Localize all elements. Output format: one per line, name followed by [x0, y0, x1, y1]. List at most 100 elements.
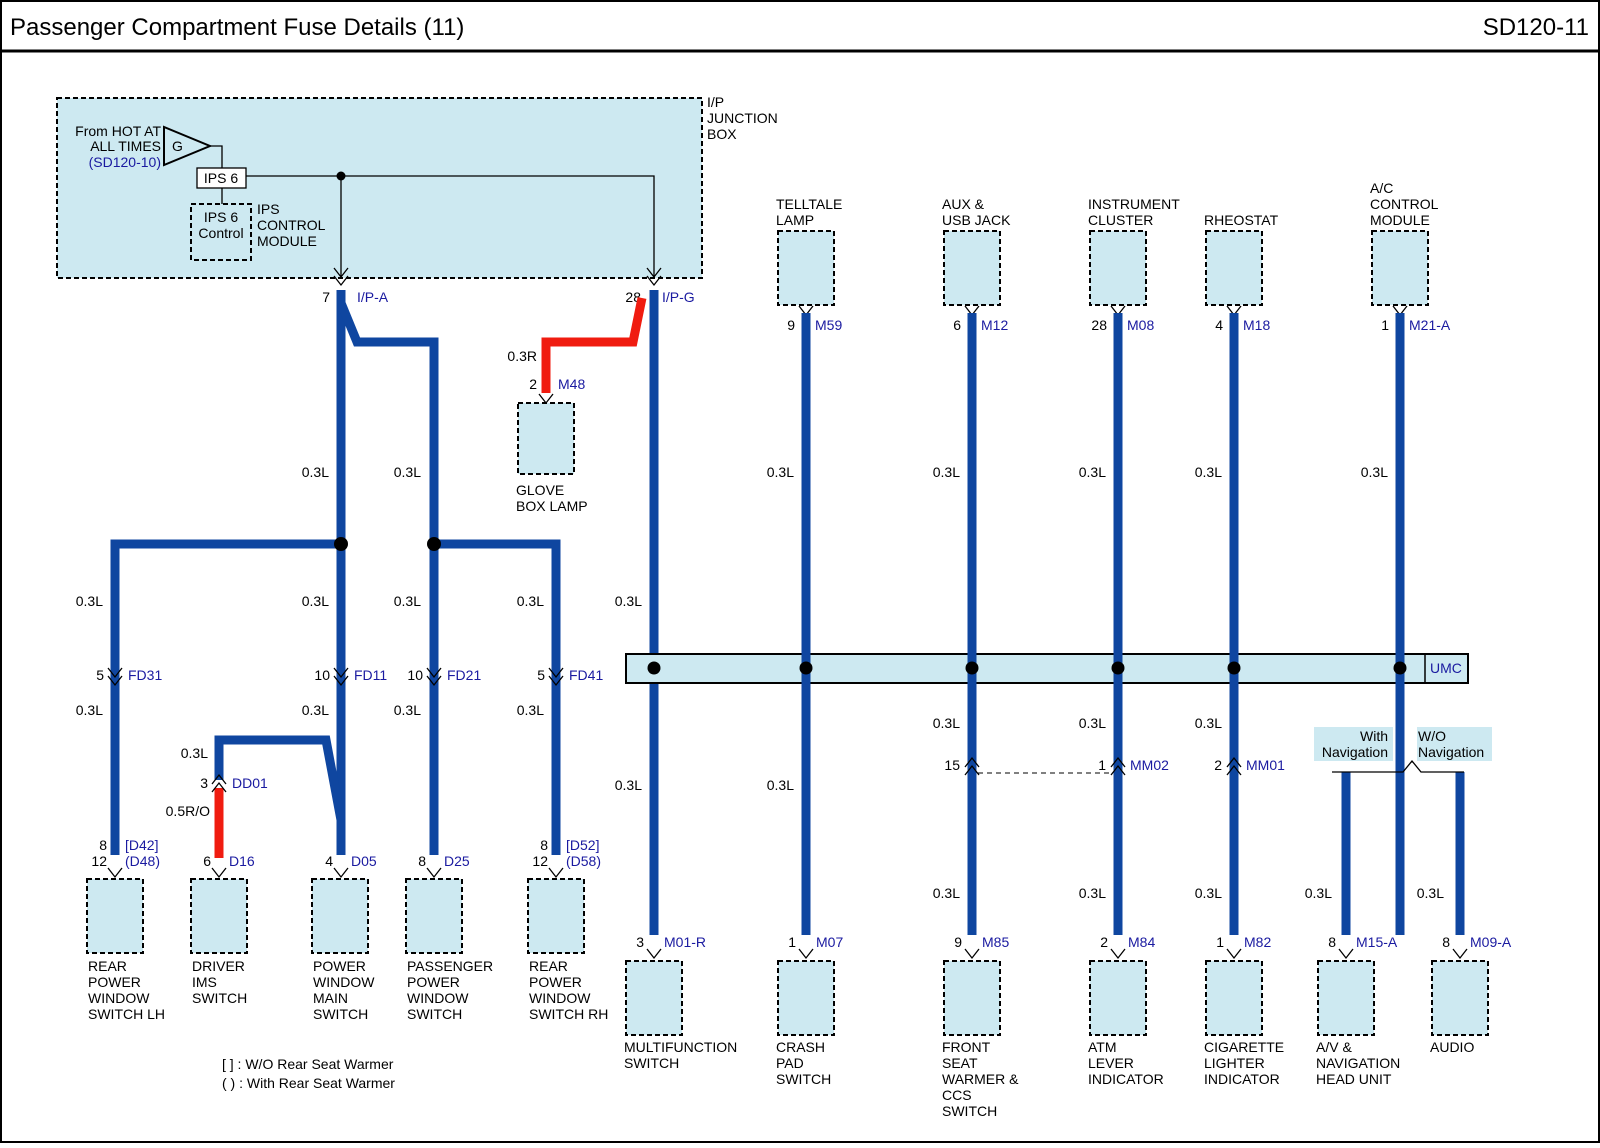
wire-size-2: 0.3L [394, 464, 421, 480]
mm-chevron-icon-1b [964, 764, 980, 776]
bl-label-4-4: SWITCH [407, 1006, 462, 1022]
br-label-6-3: HEAD UNIT [1316, 1071, 1392, 1087]
glove-label-1: GLOVE [516, 482, 564, 498]
br-conn-4: M84 [1128, 934, 1155, 950]
br-label-5-1: CIGARETTE [1204, 1039, 1284, 1055]
br-label-3-1: FRONT [942, 1039, 991, 1055]
conn-ipg: I/P-G [662, 289, 695, 305]
br-conn-2: M07 [816, 934, 843, 950]
without-nav-1: W/O [1418, 728, 1446, 744]
bl-conn1-5: [D52] [566, 837, 599, 853]
top-label-3-1: INSTRUMENT [1088, 196, 1180, 212]
top-label-1-1: TELLTALE [776, 196, 842, 212]
wire-size-6: 0.3L [1195, 464, 1222, 480]
top-pin-4: 4 [1215, 317, 1223, 333]
bl-pin-3: 4 [325, 853, 333, 869]
source-connector-letter: G [172, 138, 183, 154]
bl-label-4-1: PASSENGER [407, 958, 493, 974]
wire-size-11: 0.3L [517, 593, 544, 609]
glove-pin: 2 [529, 376, 537, 392]
bl-label-2-1: DRIVER [192, 958, 245, 974]
fd-conn-1: FD31 [128, 667, 162, 683]
source-label-2: ALL TIMES [90, 138, 161, 154]
br-conn-6: M15-A [1356, 934, 1398, 950]
with-nav-2: Navigation [1322, 744, 1388, 760]
br-pin-7: 8 [1442, 934, 1450, 950]
bl-label-3-1: POWER [313, 958, 366, 974]
br-label-4-2: LEVER [1088, 1055, 1134, 1071]
source-wire [210, 145, 223, 168]
bl-pin1-5: 8 [540, 837, 548, 853]
br-pin-2: 1 [788, 934, 796, 950]
fd-chevron-icon-1a [107, 667, 123, 679]
wire-rear-rh [434, 539, 561, 855]
br-label-5-2: LIGHTER [1204, 1055, 1265, 1071]
umc-splice-ipg [647, 661, 661, 675]
br-chevron-icon-7 [1452, 948, 1468, 960]
source-reference: (SD120-10) [89, 154, 161, 170]
wire-size-22: 0.3L [933, 885, 960, 901]
top-label-5-3: MODULE [1370, 212, 1430, 228]
bl-label-3-3: MAIN [313, 990, 348, 1006]
fd-chevron-icon-2a [333, 667, 349, 679]
top-pin-3: 28 [1091, 317, 1107, 333]
bl-chevron-icon-3 [333, 867, 349, 879]
bl-label-1-1: REAR [88, 958, 127, 974]
splice-left [334, 537, 348, 551]
top-label-5-1: A/C [1370, 180, 1393, 196]
wire-size-23: 0.3L [1079, 885, 1106, 901]
br-label-6-2: NAVIGATION [1316, 1055, 1400, 1071]
br-pin-6: 8 [1328, 934, 1336, 950]
bl-box-2 [190, 878, 248, 954]
bl-pin-2: 6 [203, 853, 211, 869]
top-box-1 [777, 230, 835, 306]
fd-conn-2: FD11 [354, 667, 387, 683]
wire-size-17: 0.3L [933, 715, 960, 731]
wire-size-15: 0.3L [394, 702, 421, 718]
mm-chevron-icon-3a [1226, 756, 1242, 768]
br-label-3-5: SWITCH [942, 1103, 997, 1119]
fd-conn-4: FD41 [569, 667, 603, 683]
br-pin-5: 1 [1216, 934, 1224, 950]
fuse-label: IPS 6 [204, 170, 238, 186]
pin-ipa: 7 [322, 289, 330, 305]
br-box-4 [1089, 960, 1147, 1036]
top-box-5 [1371, 230, 1429, 306]
wire-size-20: 0.3L [615, 777, 642, 793]
wire-size-12: 0.3L [615, 593, 642, 609]
br-label-1-2: SWITCH [624, 1055, 679, 1071]
br-label-3-4: CCS [942, 1087, 972, 1103]
ips-label-3: MODULE [257, 233, 317, 249]
br-pin-3: 9 [954, 934, 962, 950]
br-label-2-3: SWITCH [776, 1071, 831, 1087]
top-box-3 [1089, 230, 1147, 306]
fd-chevron-icon-1b [107, 675, 123, 687]
mm-chevron-icon-2b [1110, 764, 1126, 776]
fd-conn-3: FD21 [447, 667, 481, 683]
wire-dd01 [214, 735, 346, 821]
page-title: Passenger Compartment Fuse Details (11) [10, 14, 464, 41]
br-label-7-1: AUDIO [1430, 1039, 1474, 1055]
control-label-2: Control [198, 225, 243, 241]
br-label-3-2: SEAT [942, 1055, 978, 1071]
top-conn-5: M21-A [1409, 317, 1451, 333]
top-label-2-1: AUX & [942, 196, 985, 212]
chevron-ipa-icon [333, 275, 349, 287]
umc-splice-2 [965, 661, 979, 675]
wire-size-driver-ims: 0.5R/O [166, 803, 210, 819]
with-nav-box [1314, 727, 1393, 761]
mm-chevron-icon-2a [1110, 756, 1126, 768]
wire-size-13: 0.3L [76, 702, 103, 718]
bl-label-2-2: IMS [192, 974, 217, 990]
control-label-1: IPS 6 [204, 209, 238, 225]
wire-size-dd01: 0.3L [181, 745, 208, 761]
bl-label-3-2: WINDOW [313, 974, 375, 990]
glove-wire-size: 0.3R [507, 348, 537, 364]
dd01-chevron-icon-a [211, 773, 227, 785]
bl-label-5-4: SWITCH RH [529, 1006, 608, 1022]
mm-conn-2: MM02 [1130, 757, 1169, 773]
bl-conn-4: D25 [444, 853, 470, 869]
mm-chevron-icon-1a [964, 756, 980, 768]
